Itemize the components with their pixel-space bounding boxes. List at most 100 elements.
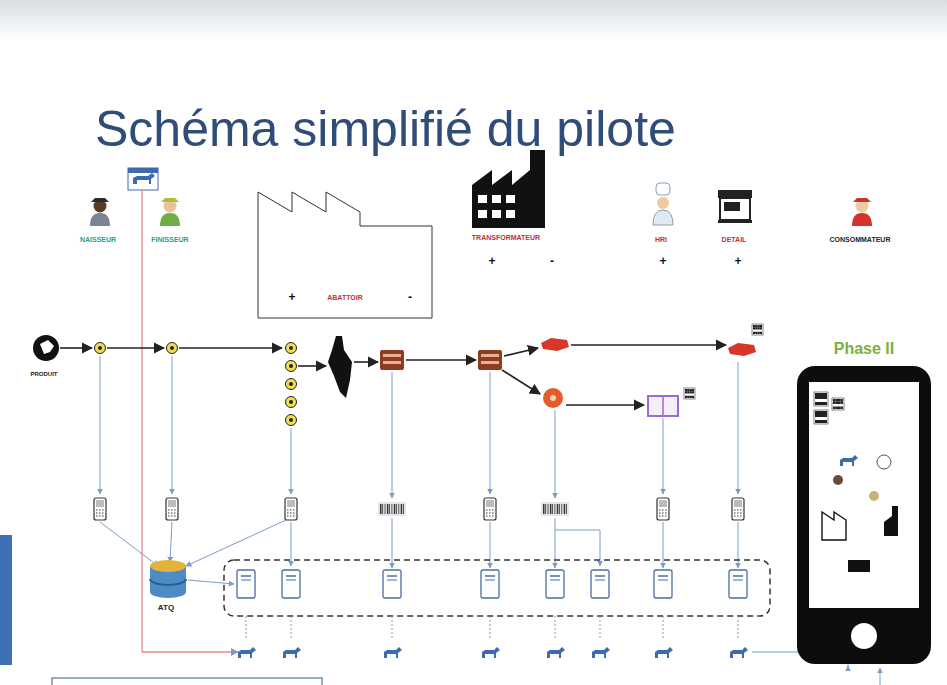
phone-keys — [287, 516, 295, 517]
certificate-band — [128, 168, 158, 173]
info-arrow — [663, 418, 664, 494]
leader-line — [738, 616, 739, 640]
person-icon — [852, 198, 872, 226]
phone-keys — [287, 513, 295, 514]
leader-line — [600, 616, 601, 640]
flow-arrow — [60, 347, 92, 349]
qr-cell — [690, 396, 692, 398]
phone-keys — [734, 516, 742, 517]
phone-body — [732, 498, 744, 520]
qr-cell — [838, 399, 841, 402]
ear-tag-center — [289, 364, 293, 368]
chef-hat — [656, 183, 670, 195]
leader-line — [291, 616, 292, 640]
info-arrow — [100, 522, 158, 566]
info-arrow — [291, 522, 292, 566]
ear-tag-center — [289, 382, 293, 386]
barcode-bar — [550, 504, 552, 514]
node-label: TRANSFORMATEUR — [472, 234, 540, 242]
leader-line — [555, 616, 556, 640]
ear-tag-center — [98, 346, 102, 350]
server-slot — [550, 580, 560, 581]
info-arrow — [490, 372, 491, 494]
qr-cell — [815, 420, 818, 423]
shop-window — [724, 202, 740, 211]
qr-cell — [841, 399, 844, 402]
phone-keys — [96, 516, 104, 517]
barcode-bar — [401, 504, 403, 514]
barcode-bar — [554, 504, 556, 514]
server-icon — [546, 570, 564, 598]
meat-box-fat — [383, 361, 401, 364]
node-label: ATQ — [158, 603, 174, 612]
server-icon — [481, 570, 499, 598]
flow-sign: + — [488, 254, 495, 268]
actor-label: HRI — [653, 236, 669, 244]
factory-window — [492, 210, 501, 218]
qr-cell — [821, 414, 824, 417]
screen-shop — [848, 560, 870, 572]
qr-cell — [836, 399, 839, 402]
server-body — [282, 570, 300, 598]
phone-icon — [484, 498, 496, 520]
cow-icon — [655, 647, 673, 658]
ear-tag-center — [170, 346, 174, 350]
person-hat — [853, 198, 871, 202]
leader-line — [663, 616, 664, 640]
server-body — [481, 570, 499, 598]
phone-keys — [659, 510, 667, 511]
person-hat — [161, 198, 179, 202]
qr-code — [814, 410, 828, 424]
smartphone-body — [797, 366, 931, 664]
actor-label: PRODUIT — [29, 371, 60, 378]
server-slot — [733, 580, 743, 581]
server-body — [654, 570, 672, 598]
person-body — [160, 213, 180, 226]
phone-frame: Phase II — [797, 338, 931, 664]
barcode-bar — [396, 504, 398, 514]
flow-arrow — [571, 344, 726, 346]
shop-body — [720, 198, 750, 220]
flow-arrow — [406, 359, 476, 361]
barcode-bar — [559, 504, 561, 514]
chef-icon — [653, 183, 673, 225]
info-arrow — [738, 522, 739, 568]
certificate-icon — [128, 168, 158, 190]
qr-cell — [758, 325, 760, 327]
server-slot — [658, 575, 668, 577]
ear-tag-dot — [286, 379, 297, 390]
qr-cell — [824, 402, 827, 405]
barcode-bar — [398, 504, 400, 514]
qr-back — [814, 410, 828, 424]
qr-cell — [824, 420, 827, 423]
qr-cell — [685, 391, 687, 393]
server-slot — [595, 580, 605, 581]
screen-badge — [877, 455, 891, 469]
qr-back — [684, 388, 695, 399]
node-label: NAISSEUR — [80, 236, 116, 244]
qr-cell — [818, 402, 821, 405]
info-arrow — [848, 666, 849, 668]
meat-box — [380, 350, 404, 370]
phone-keys — [168, 516, 176, 517]
qr-cell — [821, 396, 824, 399]
menu-book — [648, 396, 678, 416]
barcode-bar — [557, 504, 559, 514]
phone-icon — [285, 498, 297, 520]
phone-keys — [486, 516, 494, 517]
qr-cell — [821, 420, 824, 423]
phone-keys — [486, 513, 494, 514]
building-box: ABATTOIR — [258, 226, 432, 318]
qr-cell — [818, 393, 821, 396]
server-icon — [383, 570, 401, 598]
qr-cell — [815, 402, 818, 405]
person-icon — [160, 198, 180, 226]
factory-window — [478, 210, 487, 218]
info-arrow — [555, 410, 556, 498]
node-label: ABATTOIR — [258, 294, 432, 302]
barcode-bar — [561, 504, 563, 514]
qr-cell — [821, 402, 824, 405]
ear-tag-dot — [286, 343, 297, 354]
slide-title: Schéma simplifié du pilote — [95, 100, 676, 158]
phone-body — [657, 498, 669, 520]
